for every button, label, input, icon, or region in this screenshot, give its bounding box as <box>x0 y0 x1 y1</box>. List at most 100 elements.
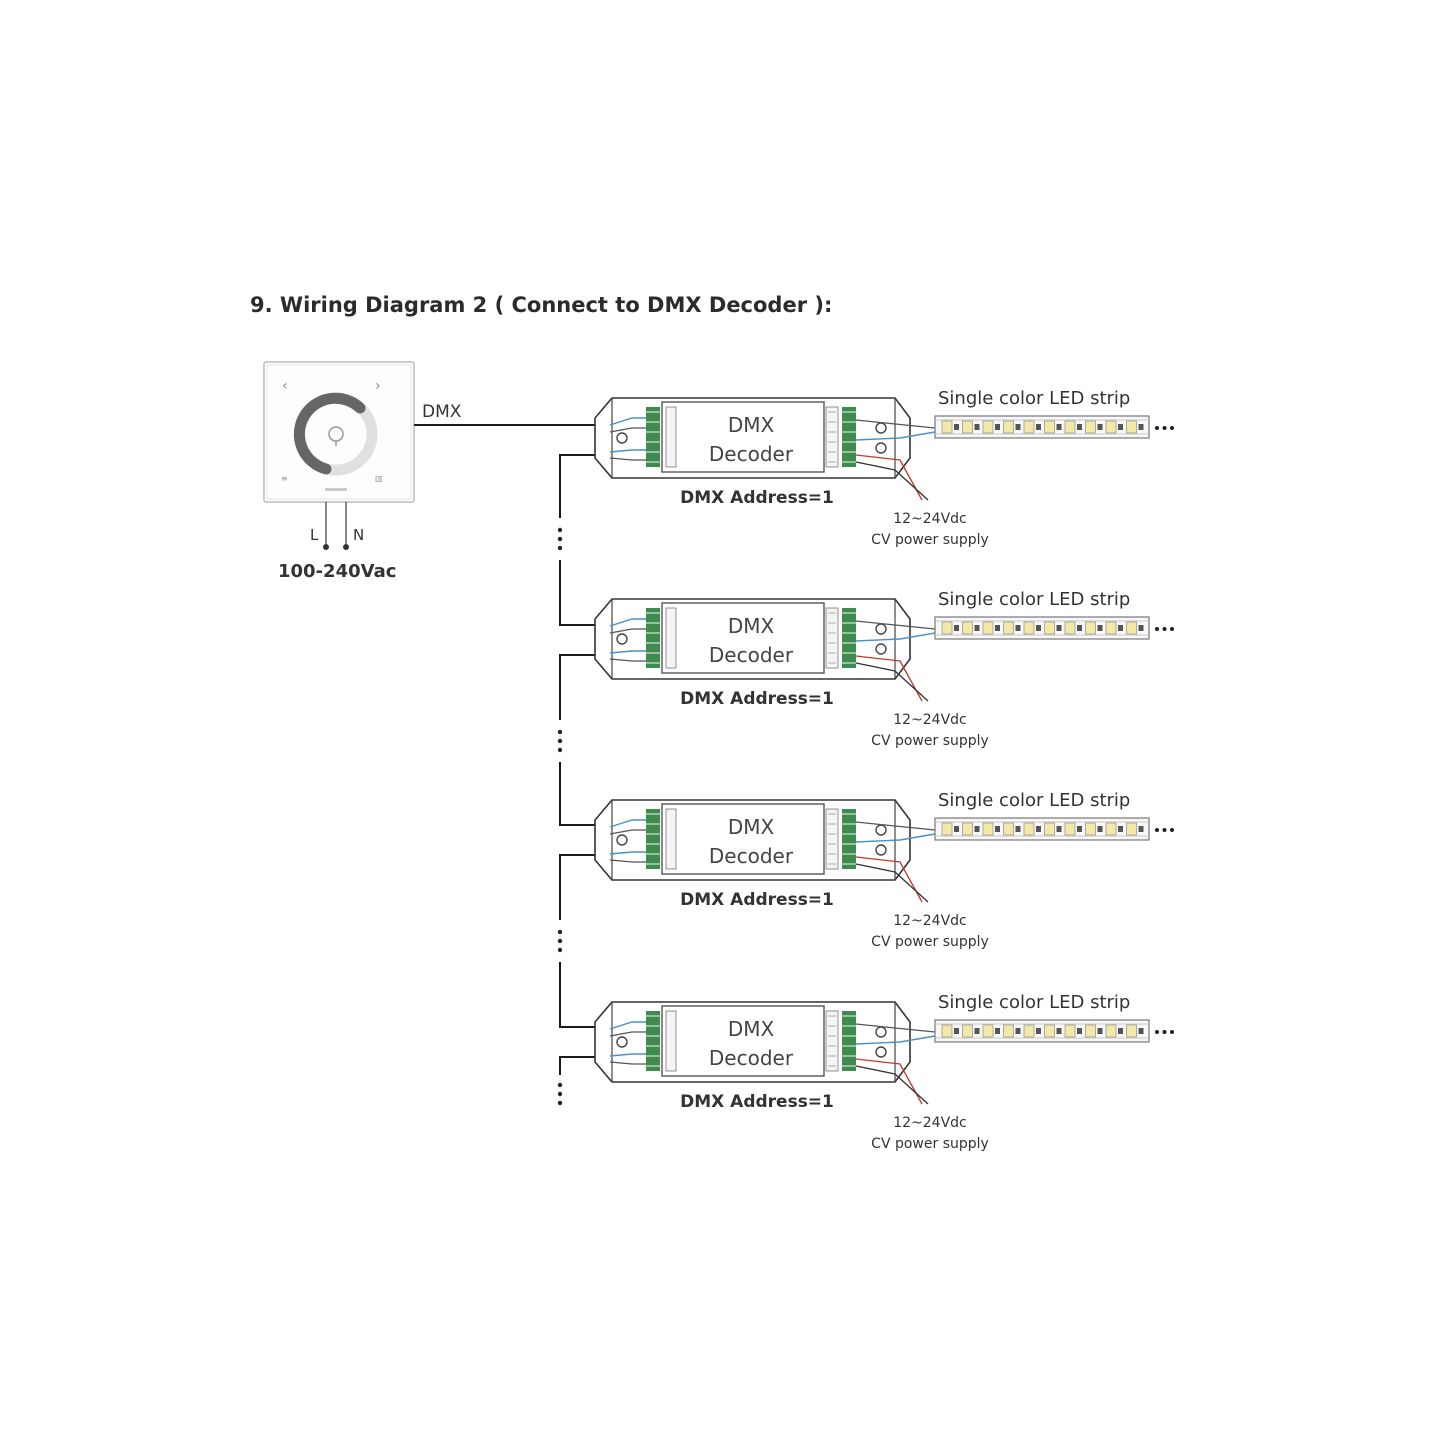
mount-hole <box>875 623 887 635</box>
terminal-legend <box>825 1010 839 1072</box>
dmx-terminal-block <box>646 1011 660 1071</box>
resistor <box>1036 1028 1041 1034</box>
resistor <box>1036 826 1041 832</box>
strip-continuation-dot <box>1170 828 1174 832</box>
power-supply-voltage: 12~24Vdc <box>893 913 967 929</box>
led-strip-label: Single color LED strip <box>938 790 1130 811</box>
strip-continuation-dot <box>1155 828 1159 832</box>
resistor <box>1138 1028 1144 1034</box>
resistor <box>1036 424 1041 430</box>
output-terminal-block <box>842 407 856 467</box>
led-chip <box>1003 822 1014 836</box>
led-chip <box>962 420 973 434</box>
led-chip <box>1064 420 1076 434</box>
led-chip <box>1126 822 1137 836</box>
ac-input: L N 100-240Vac <box>278 502 396 582</box>
resistor <box>1097 424 1103 430</box>
led-chip <box>1003 621 1014 635</box>
resistor <box>974 826 980 832</box>
decoder-name-line2: Decoder <box>709 844 794 868</box>
led-chip <box>1126 621 1137 635</box>
resistor <box>1138 625 1144 631</box>
resistor <box>1118 1028 1123 1034</box>
dmx-terminal-block <box>646 407 660 467</box>
dmx-address-label: DMX Address=1 <box>680 1092 834 1112</box>
resistor <box>1097 1028 1103 1034</box>
prev-arrow-icon: ‹ <box>282 378 288 394</box>
input-voltage-label: 100-240Vac <box>278 561 396 582</box>
resistor <box>1077 1028 1082 1034</box>
neutral-label: N <box>353 526 364 544</box>
mount-hole <box>875 422 887 434</box>
mount-hole <box>616 834 628 846</box>
mount-hole <box>875 844 887 856</box>
terminal-legend <box>665 406 677 468</box>
brand-mark <box>325 488 347 491</box>
led-chip <box>982 1024 994 1038</box>
led-chip <box>1023 420 1035 434</box>
dmx-terminal-block <box>646 608 660 668</box>
power-icon: ▥ <box>375 474 383 483</box>
dmx-line-label: DMX <box>422 402 462 422</box>
led-chip <box>1085 621 1096 635</box>
led-chip <box>1085 822 1096 836</box>
resistor <box>1097 625 1103 631</box>
led-chip <box>1126 1024 1137 1038</box>
led-chip <box>941 1024 953 1038</box>
led-chip <box>1023 822 1035 836</box>
terminal-legend <box>665 607 677 669</box>
resistor <box>995 826 1000 832</box>
resistor <box>954 625 959 631</box>
terminal-legend <box>665 808 677 870</box>
mount-hole <box>616 1036 628 1048</box>
led-chip <box>1064 621 1076 635</box>
resistor <box>954 424 959 430</box>
terminal-legend <box>665 1010 677 1072</box>
led-chip <box>982 822 994 836</box>
resistor <box>1036 625 1041 631</box>
decoder-name-line1: DMX <box>728 614 775 638</box>
led-chip <box>982 420 994 434</box>
power-supply-voltage: 12~24Vdc <box>893 1115 967 1131</box>
mount-hole <box>875 442 887 454</box>
mode-icon: ≡ <box>281 474 288 483</box>
strip-continuation-dot <box>1162 426 1167 430</box>
power-supply-label: CV power supply <box>871 1136 989 1152</box>
dmx-terminal-block <box>646 809 660 869</box>
output-terminal-block <box>842 1011 856 1071</box>
led-strip <box>934 817 1150 841</box>
terminal-legend <box>825 808 839 870</box>
mount-hole <box>875 643 887 655</box>
led-chip <box>982 621 994 635</box>
strip-continuation-dot <box>1162 828 1167 832</box>
mount-hole <box>616 432 628 444</box>
led-chip <box>941 420 953 434</box>
resistor <box>1056 1028 1062 1034</box>
output-terminal-block <box>842 608 856 668</box>
led-strip <box>934 616 1150 640</box>
decoder-name-line2: Decoder <box>709 643 794 667</box>
resistor <box>1118 424 1123 430</box>
resistor <box>995 1028 1000 1034</box>
led-chip <box>1105 420 1117 434</box>
resistor <box>1056 826 1062 832</box>
resistor <box>1015 424 1021 430</box>
strip-continuation-dot <box>1155 627 1159 631</box>
led-chip <box>1105 621 1117 635</box>
mount-hole <box>875 1046 887 1058</box>
led-chip <box>1064 822 1076 836</box>
decoder-name-line1: DMX <box>728 413 775 437</box>
resistor <box>1097 826 1103 832</box>
power-supply-voltage: 12~24Vdc <box>893 712 967 728</box>
power-supply-label: CV power supply <box>871 532 989 548</box>
led-chip <box>962 621 973 635</box>
led-strip <box>934 1019 1150 1043</box>
power-supply-label: CV power supply <box>871 733 989 749</box>
strip-continuation-dot <box>1155 1030 1159 1034</box>
diagram-title: 9. Wiring Diagram 2 ( Connect to DMX Dec… <box>250 293 832 317</box>
continuation-dots <box>557 527 563 1106</box>
